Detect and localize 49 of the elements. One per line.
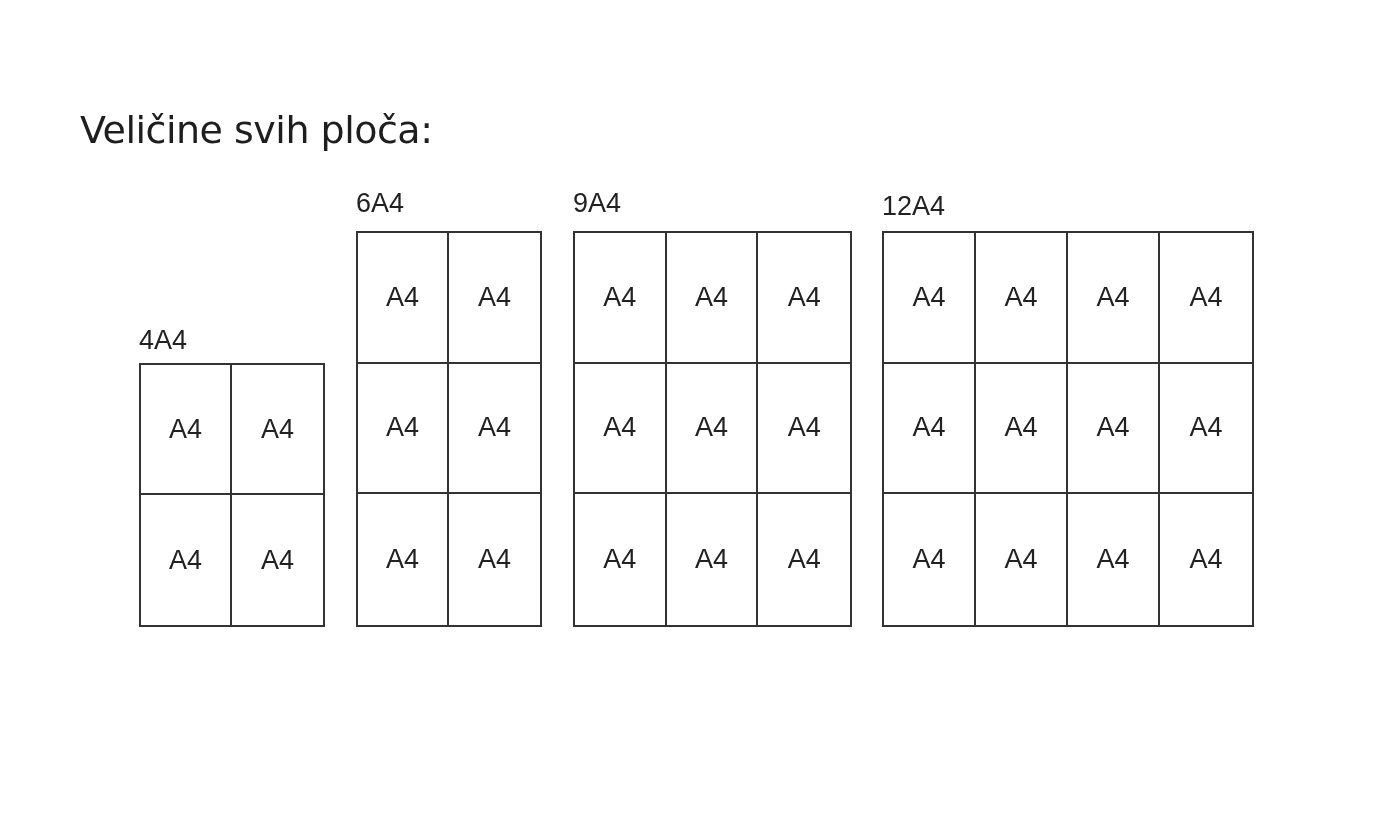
sheet-label: A4 <box>478 283 511 311</box>
sheet-label: A4 <box>1096 546 1130 574</box>
grid-heading: 6A4 <box>356 190 405 217</box>
a4-sheet <box>1068 363 1160 495</box>
sheet-label: A4 <box>261 415 294 443</box>
sheet-label: A4 <box>1096 283 1130 311</box>
a4-sheet <box>976 233 1068 364</box>
a4-sheet <box>884 363 976 495</box>
sheet-label: A4 <box>787 283 821 311</box>
sheet-label: A4 <box>603 546 637 574</box>
a4-sheet <box>884 233 976 364</box>
a4-sheet <box>666 233 759 364</box>
a4-sheet <box>666 363 759 495</box>
sheet-label: A4 <box>386 414 419 442</box>
sheet-label: A4 <box>694 414 728 442</box>
sheet-label: A4 <box>1004 283 1038 311</box>
grid-heading: 4A4 <box>139 327 188 354</box>
sheet-label: A4 <box>694 546 728 574</box>
sheet-label: A4 <box>1004 546 1038 574</box>
grid-heading: 9A4 <box>573 190 622 217</box>
a4-sheet <box>1068 233 1160 364</box>
a4-sheet <box>575 233 667 364</box>
sheet-label: A4 <box>912 283 946 311</box>
sheet-label: A4 <box>912 414 946 442</box>
a4-sheet <box>358 363 449 495</box>
sheet-label: A4 <box>386 283 419 311</box>
sheet-label: A4 <box>1096 414 1130 442</box>
a4-sheet <box>358 233 449 364</box>
grid-heading: 12A4 <box>882 193 946 220</box>
sheet-label: A4 <box>478 546 511 574</box>
sheet-label: A4 <box>912 546 946 574</box>
sheet-label: A4 <box>261 546 294 574</box>
sheet-label: A4 <box>694 283 728 311</box>
sheet-label: A4 <box>1004 414 1038 442</box>
page-title: Veličine svih ploča: <box>80 108 433 154</box>
sheet-label: A4 <box>787 546 821 574</box>
sheet-label: A4 <box>169 415 202 443</box>
sheet-label: A4 <box>169 546 202 574</box>
sheet-label: A4 <box>603 283 637 311</box>
sheet-label: A4 <box>787 414 821 442</box>
sheet-label: A4 <box>1189 283 1223 311</box>
sheet-label: A4 <box>1189 546 1223 574</box>
sheet-label: A4 <box>603 414 637 442</box>
sheet-label: A4 <box>386 546 419 574</box>
a4-sheet <box>575 363 667 495</box>
a4-sheet <box>976 363 1068 495</box>
sheet-label: A4 <box>1189 414 1223 442</box>
a4-sheet <box>141 365 232 495</box>
sheet-label: A4 <box>478 414 511 442</box>
